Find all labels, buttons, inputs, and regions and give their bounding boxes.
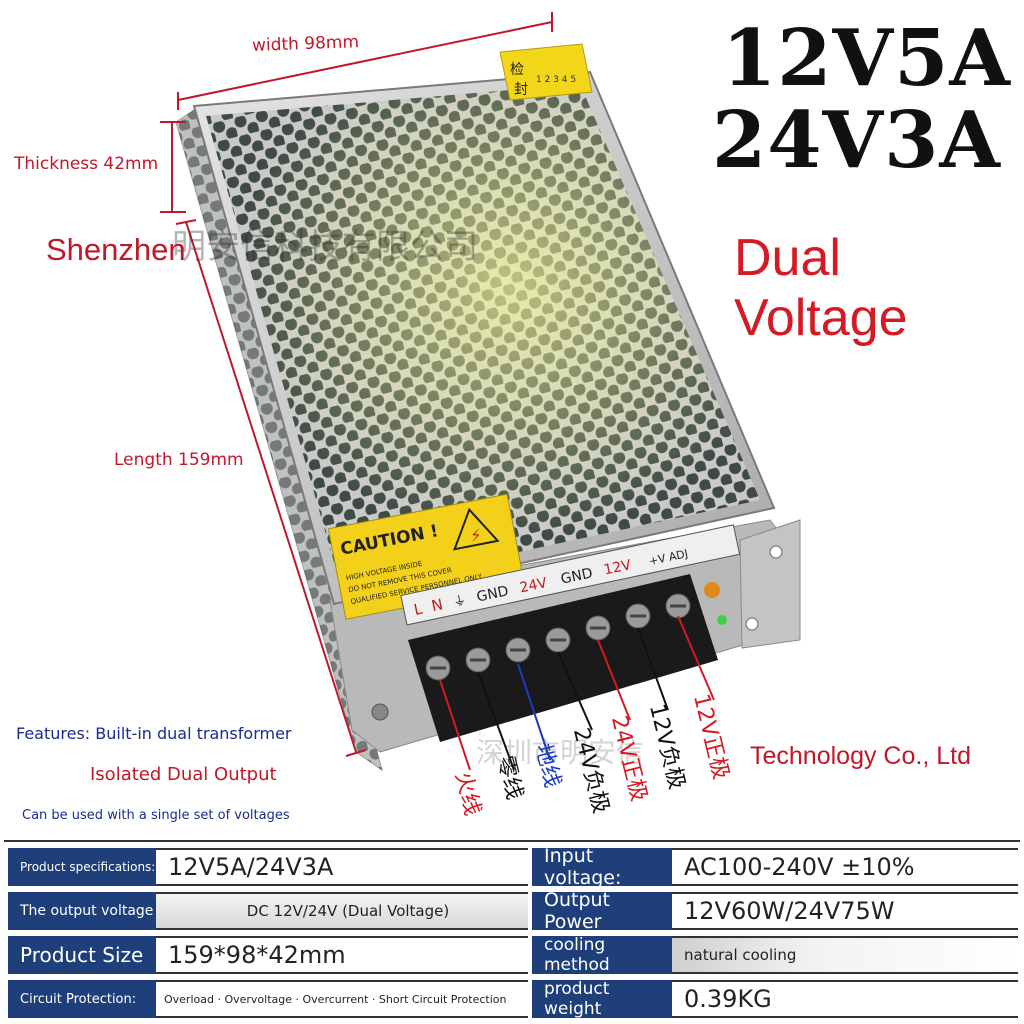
spec-value-input-voltage: AC100-240V ±10% xyxy=(672,848,1018,886)
svg-text:24V: 24V xyxy=(518,575,549,596)
svg-text:检: 检 xyxy=(510,62,524,78)
headline-12v5a: 12V5A xyxy=(722,13,1011,104)
spec-label-size: Product Size xyxy=(8,936,156,974)
spec-label-output-voltage: The output voltage xyxy=(8,892,156,930)
spec-label-cooling: cooling method xyxy=(532,935,672,975)
spec-value-cooling: natural cooling xyxy=(672,936,1018,974)
terminal-block xyxy=(371,545,783,742)
svg-text:GND: GND xyxy=(559,565,594,587)
feature-isolated-output: Isolated Dual Output xyxy=(90,764,277,785)
spec-table: Product specifications: 12V5A/24V3A Inpu… xyxy=(0,840,1024,1024)
spec-value-size: 159*98*42mm xyxy=(156,936,528,974)
spec-label-weight: product weight xyxy=(532,979,672,1019)
svg-text:GND: GND xyxy=(475,583,510,605)
company-name-left: Shenzhen xyxy=(46,232,186,267)
company-watermark: 明安信科技有限公司 xyxy=(172,227,478,267)
feature-dual-transformer: Features: Built-in dual transformer xyxy=(16,724,292,743)
company-name-right: Technology Co., Ltd xyxy=(750,742,971,770)
length-dimension-label: Length 159mm xyxy=(114,450,244,470)
spec-label-output-power: Output Power xyxy=(532,889,672,933)
spec-label-specifications: Product specifications: xyxy=(8,848,156,886)
svg-text:1 2 3 4 5: 1 2 3 4 5 xyxy=(536,75,576,85)
spec-value-output-power: 12V60W/24V75W xyxy=(672,892,1018,930)
wire-leader-lines xyxy=(439,615,715,771)
spec-value-protection: Overload · Overvoltage · Overcurrent · S… xyxy=(156,980,528,1018)
dual-voltage-tagline: Dual Voltage xyxy=(734,229,908,347)
svg-text:N: N xyxy=(430,595,445,615)
terminal-label-strip: L N ⏚ GND 24V GND 12V +V ADJ xyxy=(400,524,741,626)
headline-24v3a: 24V3A xyxy=(712,95,1001,186)
svg-text:⚡: ⚡ xyxy=(469,525,484,546)
qc-sticker: 检 封 1 2 3 4 5 xyxy=(499,43,593,101)
svg-text:⏚: ⏚ xyxy=(452,593,468,610)
power-supply-illustration: 检 封 1 2 3 4 5 CAUTION ! ⚡ HIGH VOLTAGE I… xyxy=(160,12,801,772)
spec-row-protection: Circuit Protection: Overload · Overvolta… xyxy=(8,979,1018,1019)
feature-single-voltage: Can be used with a single set of voltage… xyxy=(22,808,290,823)
spec-value-weight: 0.39KG xyxy=(672,980,1018,1018)
dimension-lines xyxy=(160,12,553,757)
spec-label-input-voltage: Input voltage: xyxy=(532,845,672,889)
spec-row-size: Product Size 159*98*42mm cooling method … xyxy=(8,935,1018,975)
spec-value-specifications: 12V5A/24V3A xyxy=(156,848,528,886)
spec-row-specifications: Product specifications: 12V5A/24V3A Inpu… xyxy=(8,845,1018,889)
spec-label-protection: Circuit Protection: xyxy=(8,980,156,1018)
svg-text:封: 封 xyxy=(514,82,528,98)
company-watermark-2: 深圳市明安信 xyxy=(476,736,644,769)
thickness-dimension-label: Thickness 42mm xyxy=(14,154,159,174)
spec-row-output-voltage: The output voltage DC 12V/24V (Dual Volt… xyxy=(8,889,1018,933)
spec-value-output-voltage: DC 12V/24V (Dual Voltage) xyxy=(156,892,528,930)
width-dimension-label: width 98mm xyxy=(251,32,360,56)
svg-text:12V: 12V xyxy=(602,557,633,578)
